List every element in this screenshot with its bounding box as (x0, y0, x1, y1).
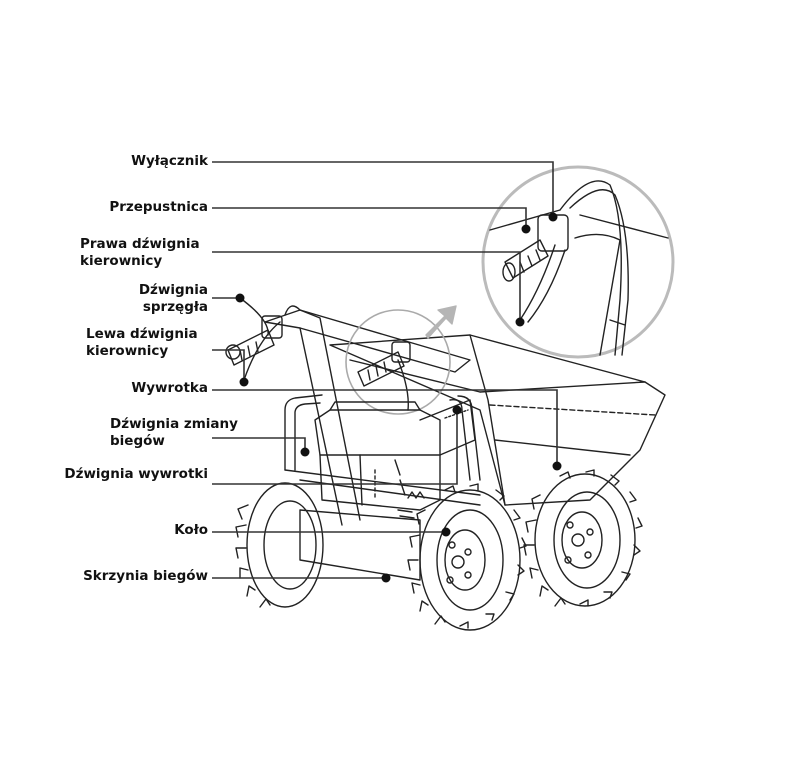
label-wylacznik: Wyłącznik (131, 153, 208, 170)
label-text: Lewa dźwignia (86, 326, 198, 342)
inset-detail (481, 165, 675, 359)
label-skrzynia: Skrzynia biegów (83, 568, 208, 585)
label-text: Wywrotka (131, 380, 208, 396)
label-text: Prawa dźwignia (80, 236, 200, 252)
label-text: Skrzynia biegów (83, 568, 208, 584)
label-text: Wyłącznik (131, 153, 208, 169)
front-wheel (407, 483, 527, 631)
label-przepustnica: Przepustnica (109, 199, 208, 216)
label-dzwignia-sprzegla: Dźwignia sprzęgła (139, 282, 208, 316)
label-text: Dźwignia zmiany (110, 416, 238, 432)
label-text: kierownicy (80, 253, 163, 269)
leader-lines (212, 161, 558, 579)
label-text: biegów (110, 433, 165, 449)
label-text: Dźwignia (138, 282, 208, 298)
zoom-arrow-icon (425, 305, 457, 339)
magnifier-ring (345, 309, 451, 415)
label-lewa-dzwignia: Lewa dźwignia kierownicy (86, 326, 198, 360)
label-prawa-dzwignia: Prawa dźwignia kierownicy (80, 236, 200, 270)
leader-dots (235, 212, 562, 583)
handlebar-frame (225, 297, 471, 526)
label-dzwignia-wywrotki: Dźwignia wywrotki (64, 466, 208, 483)
label-dzwignia-zmiany: Dźwignia zmiany biegów (110, 416, 238, 450)
label-kolo: Koło (174, 522, 208, 539)
rear-left-wheel (235, 482, 324, 608)
label-text: Dźwignia wywrotki (64, 466, 208, 482)
label-text: sprzęgła (142, 299, 208, 315)
right-wheel (523, 469, 643, 607)
label-text: kierownicy (86, 343, 169, 359)
label-text: Koło (174, 522, 208, 538)
label-wywrotka: Wywrotka (131, 380, 208, 397)
label-text: Przepustnica (109, 199, 208, 215)
